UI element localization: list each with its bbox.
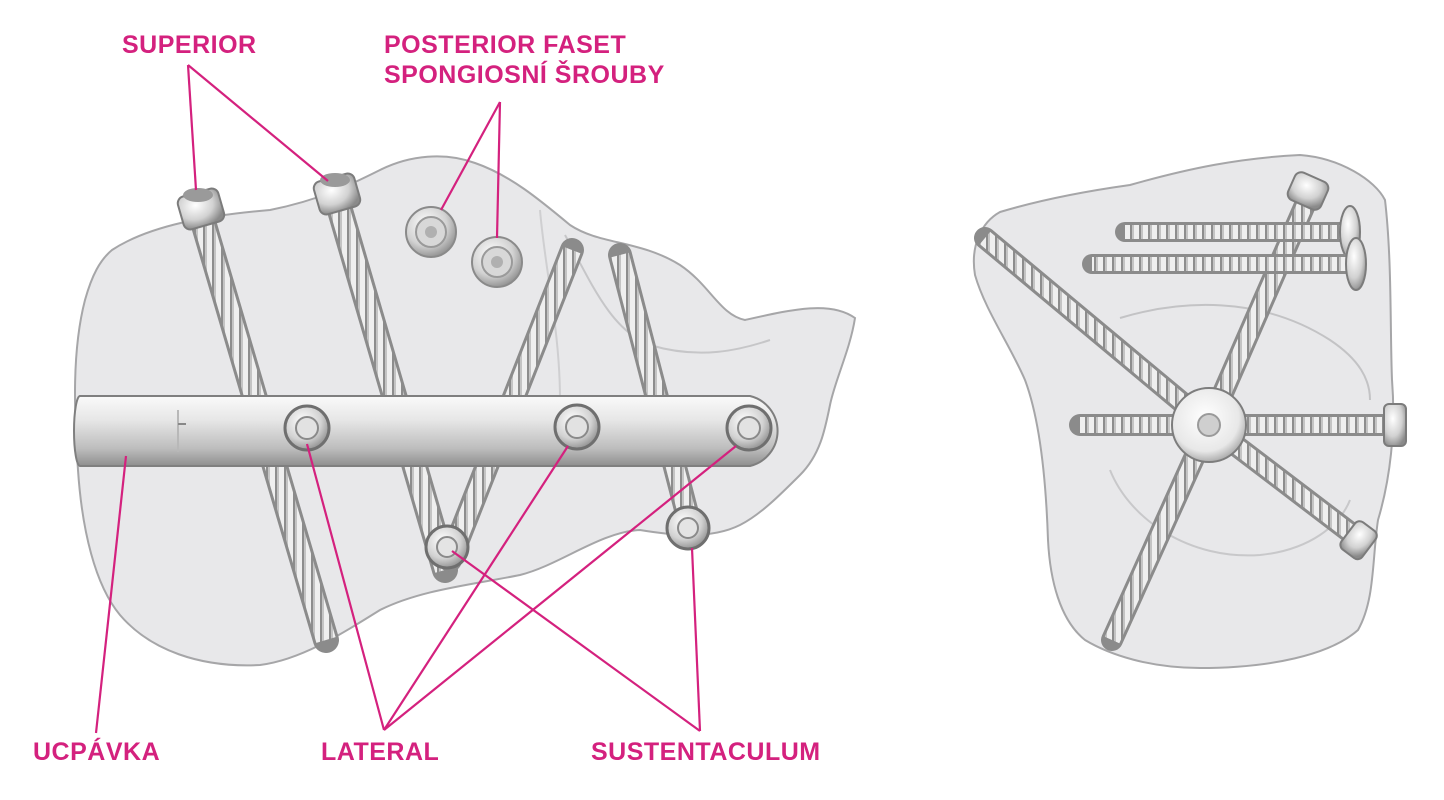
bone-inner-contour: [1119, 303, 1371, 401]
leader-sustentaculum-1: [451, 550, 701, 732]
leader-lateral-1: [305, 443, 386, 731]
label-ucpavka: UCPÁVKA: [33, 738, 161, 766]
label-lateral: LATERAL: [321, 738, 440, 766]
leader-lateral-2: [383, 445, 569, 731]
axial-rod-hub: [1171, 387, 1247, 463]
label-superior: SUPERIOR: [122, 31, 257, 59]
lateral-screw: [608, 243, 702, 537]
label-posterior-line2: SPONGIOSNÍ ŠROUBY: [384, 61, 665, 89]
sustentaculum-screw-head: [665, 505, 711, 551]
leader-ucpavka: [94, 455, 128, 734]
label-posterior-facet-screws: POSTERIOR FASET SPONGIOSNÍ ŠROUBY: [384, 30, 665, 90]
posterior-facet-screw-head: [405, 206, 457, 258]
leader-superior-2: [187, 64, 329, 182]
posterior-facet-screw-head: [471, 236, 523, 288]
label-posterior-line1: POSTERIOR FASET: [384, 31, 627, 59]
leader-superior-1: [186, 64, 198, 191]
leader-lines: [94, 64, 737, 734]
label-sustentaculum: SUSTENTACULUM: [591, 738, 821, 766]
nail-rod: [73, 395, 779, 467]
axial-posterior-facet-screw: [1082, 237, 1367, 291]
axial-screw: [1101, 414, 1220, 651]
axial-screw: [974, 227, 1220, 436]
lateral-locking-screw-head: [725, 404, 773, 452]
leader-posterior-2: [495, 101, 502, 239]
leader-lateral-3: [383, 445, 737, 731]
lateral-locking-screw-head: [283, 404, 331, 452]
superior-screw: [312, 172, 458, 583]
leader-posterior-1: [440, 101, 501, 211]
sustentaculum-screw-head: [424, 524, 470, 570]
leader-sustentaculum-2: [690, 547, 702, 732]
lateral-locking-screw-head: [553, 403, 601, 451]
